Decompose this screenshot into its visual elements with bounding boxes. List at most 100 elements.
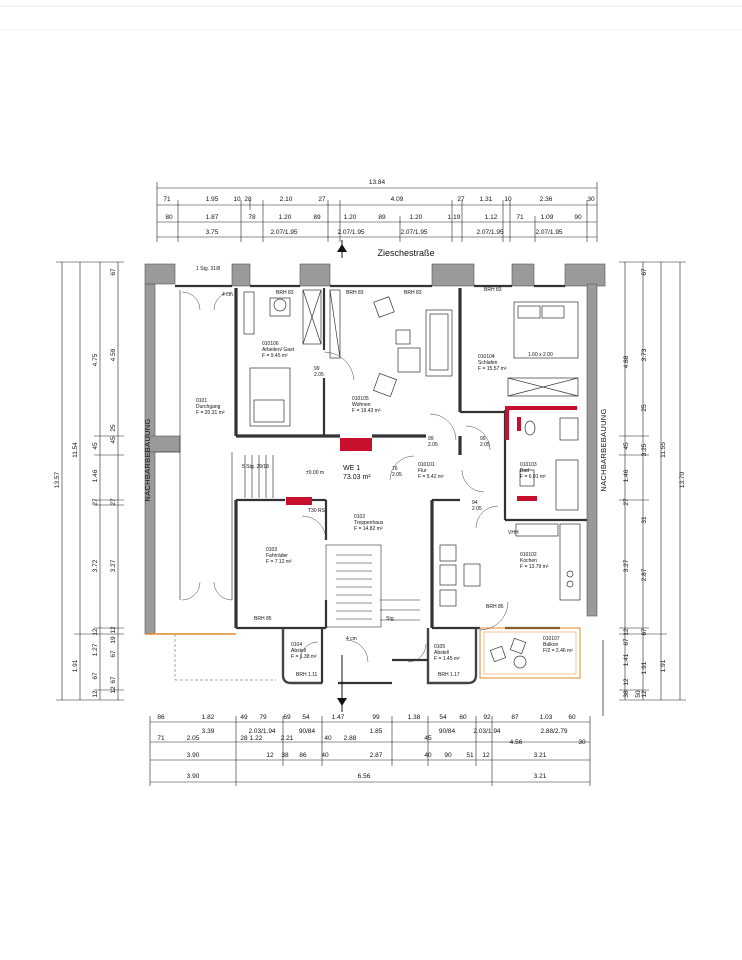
dim: 4.75: [92, 353, 99, 366]
dim: 80: [165, 214, 173, 221]
door-dim: 2.05: [314, 372, 324, 378]
dim: 60: [568, 714, 576, 721]
section-marker-top: [337, 240, 347, 258]
dim: 1.91: [660, 659, 667, 672]
dim: 11.55: [660, 442, 667, 458]
room-area: F = 13.79 m²: [520, 564, 549, 570]
brh-label: BRH 85: [486, 604, 504, 610]
dim: 45: [92, 442, 99, 450]
dim: 90: [444, 752, 452, 759]
dim: 3.73: [641, 348, 648, 361]
dim: 2.88: [344, 735, 357, 742]
dim: 1.46: [92, 469, 99, 482]
dim: 38: [281, 752, 289, 759]
dim: 2.87: [370, 752, 383, 759]
dim: 87: [511, 714, 519, 721]
dim: 27: [457, 196, 465, 203]
dim: 67: [623, 638, 630, 646]
dim: 60: [459, 714, 467, 721]
dim: 1.38: [408, 714, 421, 721]
unit-label: WE 1: [343, 465, 360, 472]
dim: 2.03/1.94: [473, 728, 500, 735]
door-dim: 2.05: [480, 442, 490, 448]
dim: 89: [313, 214, 321, 221]
brh-label: BRH 1.11: [296, 672, 318, 678]
dim: 13.70: [679, 471, 686, 488]
dim: 2.36: [540, 196, 553, 203]
dim: 1.85: [370, 728, 383, 735]
dim: 12: [92, 628, 99, 636]
dim: 12: [266, 752, 274, 759]
dim: 86: [157, 714, 165, 721]
dim: 1.22: [250, 735, 263, 742]
dim: 28: [244, 196, 252, 203]
dim: 3.75: [206, 229, 219, 236]
brh-label: BRH 83: [346, 290, 364, 296]
dim: 1.31: [480, 196, 493, 203]
dim: 12: [110, 626, 117, 634]
door-dim: 99: [428, 436, 434, 442]
dim: 1.09: [541, 214, 554, 221]
dim: 67: [110, 650, 117, 658]
dim: 12: [623, 678, 630, 686]
dim: 3.21: [534, 752, 547, 759]
dim: 3.25: [641, 443, 648, 456]
brh-label: BRH 83: [276, 290, 294, 296]
brh-label: BRH 83: [404, 290, 422, 296]
interior-walls: [234, 288, 587, 685]
room-id: 010107: [543, 636, 560, 642]
dim: 54: [302, 714, 310, 721]
room-name: Treppenhaus: [354, 520, 384, 526]
dim: 2.03/1.94: [248, 728, 275, 735]
top-dimensions: 13.84 71 1.95 10 28 2.10 27 4.09 27 1.31…: [156, 179, 598, 242]
dim: 90/84: [299, 728, 316, 735]
outer-walls: [144, 263, 606, 681]
dim: 3.90: [187, 752, 200, 759]
room-area: F/2 = 2.46 m²: [543, 648, 573, 654]
room-name: Flur: [418, 468, 427, 474]
dim: 3.39: [202, 728, 215, 735]
dim: 27: [92, 498, 99, 506]
left-dimensions: 13.57 11.54 1.91 4.75 45 1.46 27 3.72 12…: [54, 261, 124, 701]
dim: 2.07/1.95: [337, 229, 364, 236]
door-dim: 2.05: [428, 442, 438, 448]
room-id: 010105: [352, 396, 369, 402]
neighbor-label-right: NACHBARBEBAUUNG: [599, 408, 608, 491]
dim: 45: [424, 735, 432, 742]
dim: 90: [574, 214, 582, 221]
room-area: F = 20.31 m²: [196, 410, 225, 416]
dim: 2.07/1.95: [270, 229, 297, 236]
dim: 1.20: [279, 214, 292, 221]
door-dim: 94: [472, 500, 478, 506]
door-dim: 76: [392, 466, 398, 472]
dim: 38: [623, 690, 630, 698]
room-id: 0101: [196, 398, 207, 404]
room-name: Durchgang: [196, 404, 221, 410]
level-label: ±0.00 m: [306, 470, 324, 476]
dim: 28: [240, 735, 248, 742]
dim: 40: [321, 752, 329, 759]
dim: 30: [587, 196, 595, 203]
room-name: Wohnen: [352, 402, 371, 408]
dim: 86: [299, 752, 307, 759]
dim: 2.07/1.95: [535, 229, 562, 236]
dim: 12: [110, 686, 117, 694]
dim: 67: [641, 268, 648, 276]
dim: 12: [482, 752, 490, 759]
room-id: 010104: [478, 354, 495, 360]
dim: 3.27: [110, 559, 117, 572]
door-dim: 2.05: [472, 506, 482, 512]
room-id: 0104: [291, 642, 302, 648]
dim: 90/84: [439, 728, 456, 735]
dim: 67: [110, 268, 117, 276]
dim: 67: [641, 628, 648, 636]
brh-label: BRH 1.17: [438, 672, 460, 678]
room-name: Bad: [520, 468, 529, 474]
t30-label: T30 RS: [308, 508, 326, 514]
dim: 4.88: [623, 355, 630, 368]
dim: 2.87: [641, 568, 648, 581]
dim: 1.95: [206, 196, 219, 203]
stairs-mid-label: 5 Stg. 29/18: [242, 464, 269, 470]
dim: 67: [92, 672, 99, 680]
dim: 69: [283, 714, 291, 721]
